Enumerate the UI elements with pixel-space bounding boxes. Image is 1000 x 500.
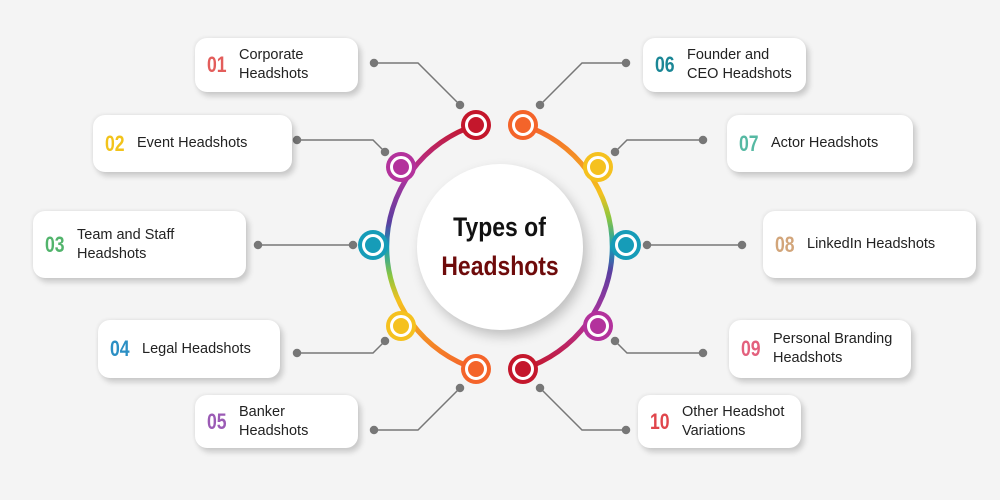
connector-dot [737,240,747,250]
connector-line [539,387,626,431]
connector-line [614,340,703,354]
ring-node-inner [390,315,412,337]
connector-line [614,139,703,153]
headshot-type-card: 09 Personal Branding Headshots [729,320,911,378]
item-label: Actor Headshots [771,135,879,151]
item-number: 01 [207,52,227,77]
item-label: Personal Branding Headshots [773,331,893,366]
connector-dot [535,100,545,110]
ring-node-inner [615,234,637,256]
item-number: 03 [45,231,65,257]
ring-node-inner [512,358,534,380]
connector-dot [610,147,620,157]
connector-dot [621,58,631,68]
connector-line [374,387,461,431]
connector-dot [698,135,708,145]
ring-node-inner [465,358,487,380]
headshot-type-card: 03 Team and Staff Headshots [33,211,246,278]
center-title-circle: Types of Headshots [417,164,583,330]
headshot-type-card: 02 Event Headshots [93,115,292,172]
item-label: Team and Staff Headshots [77,226,175,262]
item-label: Legal Headshots [142,340,251,357]
item-number: 08 [775,231,795,257]
item-number: 02 [105,130,125,156]
item-number: 07 [739,130,759,156]
item-label: Other Headshot Variations [682,403,785,439]
item-label: Corporate Headshots [239,47,309,82]
headshot-type-card: 08 LinkedIn Headshots [763,211,976,278]
connector-line [297,139,386,153]
item-number: 04 [110,336,130,361]
connector-dot [369,425,379,435]
connector-dot [380,147,390,157]
connector-dot [698,348,708,358]
ring-node-inner [587,156,609,178]
connector-dot [348,240,358,250]
item-label: Founder and CEO Headshots [687,47,792,82]
ring-node-inner [465,114,487,136]
item-number: 09 [741,336,761,361]
title-line-1: Types of [453,212,547,242]
ring-node-inner [587,315,609,337]
ring-node-inner [390,156,412,178]
headshot-type-card: 04 Legal Headshots [98,320,280,378]
headshot-type-card: 07 Actor Headshots [727,115,913,172]
connector-dot [292,135,302,145]
connector-dot [292,348,302,358]
connector-dot [380,336,390,346]
headshot-type-card: 05 Banker Headshots [195,395,358,448]
item-label: Banker Headshots [239,403,309,439]
item-label: LinkedIn Headshots [807,236,936,252]
connector-dot [455,383,465,393]
headshot-type-card: 01 Corporate Headshots [195,38,358,92]
connector-dot [253,240,263,250]
item-number: 10 [650,408,670,434]
connector-dot [369,58,379,68]
connector-dot [455,100,465,110]
connector-dot [610,336,620,346]
connector-dot [642,240,652,250]
ring-node-inner [362,234,384,256]
connector-dot [621,425,631,435]
ring-node-inner [512,114,534,136]
connector-line [374,62,461,106]
connector-line [297,340,386,354]
headshot-type-card: 06 Founder and CEO Headshots [643,38,806,92]
headshot-type-card: 10 Other Headshot Variations [638,395,801,448]
connector-line [539,62,626,106]
connector-dot [535,383,545,393]
title-line-2: Headshots [441,251,559,281]
item-label: Event Headshots [137,135,248,151]
item-number: 06 [655,52,675,77]
item-number: 05 [207,408,227,434]
